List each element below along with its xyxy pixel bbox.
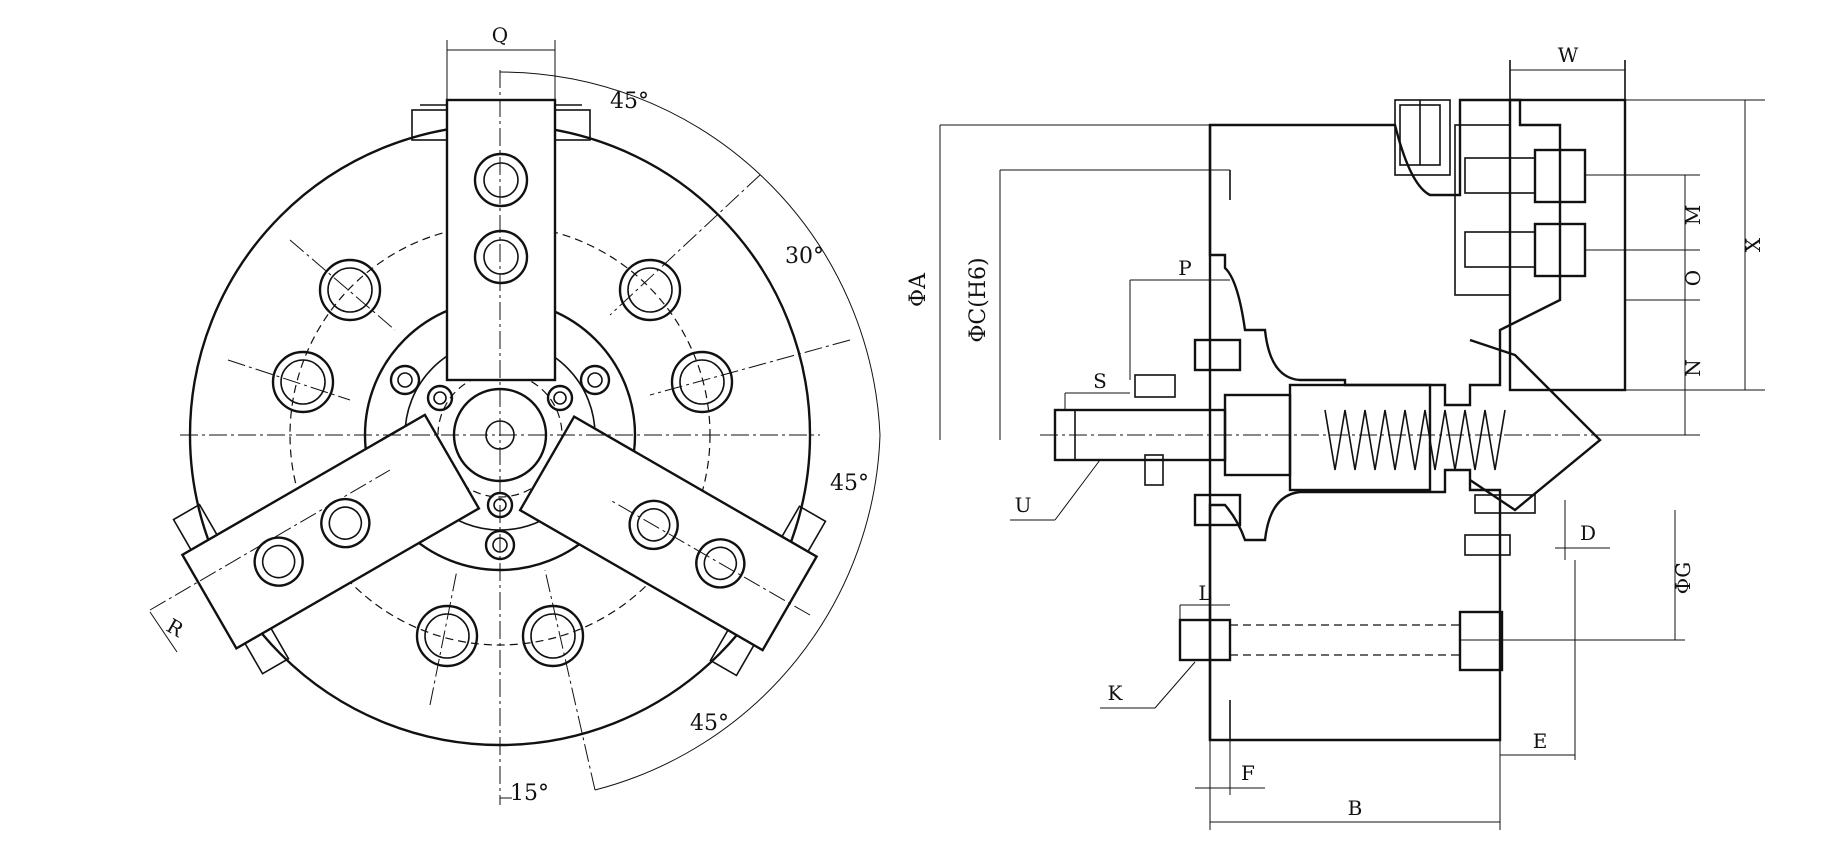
label-dim-O: O bbox=[1681, 270, 1705, 286]
center-point bbox=[1469, 338, 1602, 512]
jaw-lower-right bbox=[518, 414, 827, 677]
label-dim-N: N bbox=[1681, 359, 1705, 377]
front-view: Q 45° 30° 45° 45° 15° R bbox=[149, 23, 881, 806]
jaw-lower-left bbox=[172, 413, 481, 675]
label-dim-X: X bbox=[1741, 237, 1765, 252]
label-angle-top: 45° bbox=[610, 89, 649, 114]
jaw-block bbox=[1508, 98, 1627, 392]
label-dim-A: ΦA bbox=[906, 272, 931, 307]
jaw-top-bolt-2 bbox=[473, 229, 529, 285]
jaw-top bbox=[411, 98, 591, 382]
bottom-bolt bbox=[1178, 610, 1504, 672]
label-dim-G: ΦG bbox=[1671, 562, 1695, 594]
label-dim-W: W bbox=[1558, 43, 1579, 67]
label-dim-C: ΦC(H6) bbox=[966, 257, 991, 342]
label-angle-right-mid: 45° bbox=[830, 471, 869, 496]
spring bbox=[1324, 409, 1506, 471]
jaw-top-bolt-1 bbox=[473, 152, 529, 208]
label-dim-L: L bbox=[1198, 581, 1211, 605]
mounting-holes bbox=[271, 258, 734, 668]
label-dim-M: M bbox=[1681, 205, 1705, 225]
jaw-bolts bbox=[1464, 148, 1587, 278]
label-dim-K: K bbox=[1108, 681, 1124, 705]
label-dim-S: S bbox=[1093, 369, 1107, 393]
body-profile bbox=[1208, 98, 1562, 407]
label-angle-right-lower: 45° bbox=[690, 711, 729, 736]
label-dim-P: P bbox=[1178, 256, 1191, 280]
label-dim-U: U bbox=[1015, 493, 1032, 517]
label-dim-F: F bbox=[1241, 761, 1255, 785]
label-dim-Q: Q bbox=[492, 23, 508, 47]
side-view: ΦA ΦC(H6) P S U W M O N X bbox=[906, 43, 1765, 830]
label-dim-D: D bbox=[1580, 521, 1596, 545]
label-dim-R: R bbox=[163, 614, 189, 643]
label-angle-bottom: 15° bbox=[510, 781, 549, 806]
label-dim-E: E bbox=[1533, 729, 1548, 753]
label-dim-B: B bbox=[1348, 796, 1363, 820]
label-angle-right-upper: 30° bbox=[785, 244, 824, 269]
